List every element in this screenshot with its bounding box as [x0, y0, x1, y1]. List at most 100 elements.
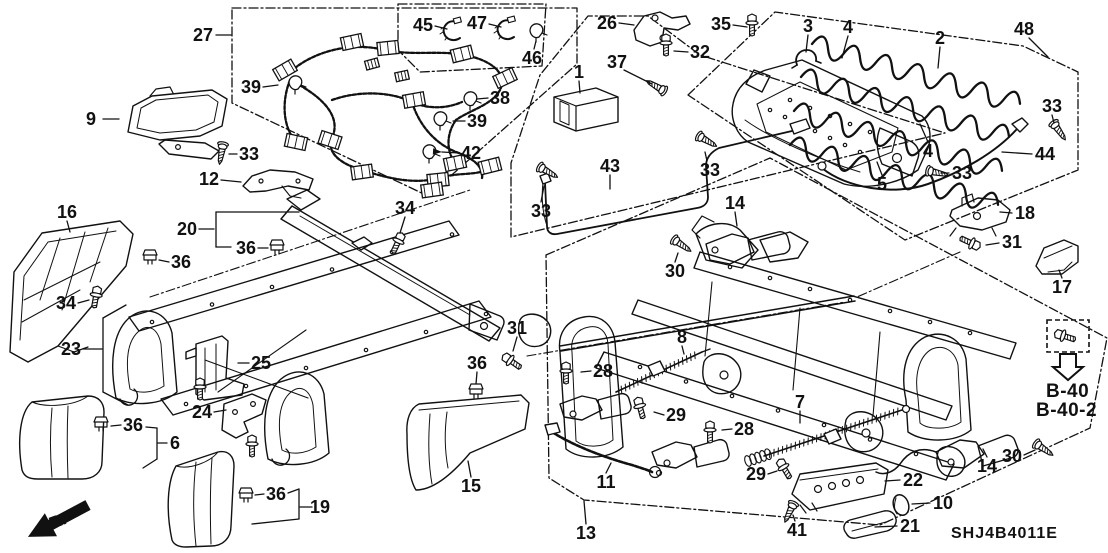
clip-nut-fastener: [468, 383, 484, 399]
ecu-bracket-9: [127, 86, 228, 160]
bolt-fastener: [193, 377, 207, 401]
callout-label: 36: [266, 484, 286, 504]
spring-wire-44: [817, 117, 1029, 191]
callout-5: 5: [876, 161, 887, 194]
group-box-slide-adjuster-group: [545, 157, 1108, 526]
group-box-seat-cushion-pan-group: [687, 11, 1079, 241]
callout-label: 11: [596, 472, 615, 492]
callout-label: 16: [57, 202, 77, 222]
ref-b40: B-40: [1046, 381, 1090, 402]
callout-31: 31: [507, 318, 527, 352]
callout-label: 28: [593, 361, 613, 381]
fasteners: [89, 13, 1077, 523]
callout-36: 36: [110, 415, 143, 435]
parts: [9, 11, 1079, 548]
clip-3: [791, 49, 822, 69]
callout-13: 13: [576, 500, 596, 543]
bolt-fastener: [1053, 328, 1077, 343]
callout-label: 25: [251, 353, 271, 373]
callout-label: 10: [933, 493, 953, 513]
ref-b40-2: B-40-2: [1036, 400, 1098, 421]
section-line: [856, 251, 961, 298]
callout-7: 7: [795, 392, 805, 424]
callout-36: 36: [254, 484, 286, 504]
callout-36: 36: [467, 353, 487, 385]
gear-rod-8: [615, 348, 711, 394]
relay-bracket-1: [553, 87, 619, 132]
callout-label: 20: [177, 219, 197, 239]
wire-harness-27: [271, 32, 519, 199]
callout-label: 6: [170, 433, 180, 453]
callout-label: 33: [1042, 96, 1062, 116]
callout-47: 47: [467, 13, 502, 33]
callout-37: 37: [607, 52, 653, 85]
callout-label: 44: [1035, 144, 1055, 164]
bracket-17: [1035, 239, 1079, 275]
callout-24: 24: [192, 402, 227, 422]
callout-39: 39: [241, 77, 279, 97]
callout-32: 32: [673, 42, 710, 62]
screw-fastener: [1048, 118, 1066, 141]
switch-panel-22: [791, 462, 889, 514]
callout-44: 44: [1001, 144, 1055, 164]
callout-43: 43: [600, 156, 620, 190]
lumbar-cable-43: [539, 118, 811, 236]
callout-31: 31: [985, 232, 1022, 252]
harness-bracket-12: [242, 169, 314, 199]
screw-fastener: [784, 499, 800, 523]
callout-label: 31: [507, 318, 527, 338]
callout-27: 27: [193, 25, 232, 45]
bolt-fastener: [959, 235, 981, 251]
callout-10: 10: [911, 493, 953, 513]
callout-label: 27: [193, 25, 213, 45]
callout-39: 39: [452, 111, 487, 131]
callout-29: 29: [746, 464, 778, 484]
seat-springs-2: [788, 35, 1022, 209]
callout-label: 36: [123, 415, 143, 435]
screw-fastener: [645, 80, 669, 97]
callout-label: 4: [843, 17, 853, 37]
slide-motor-a: [559, 392, 632, 421]
inset-bolt-box: [1046, 319, 1090, 353]
callout-label: 14: [725, 193, 745, 213]
section-line: [149, 189, 471, 298]
callout-label: 15: [461, 476, 481, 496]
callout-label: 29: [746, 464, 766, 484]
callout-label: 43: [600, 156, 620, 176]
callout-48: 48: [1014, 19, 1049, 58]
callout-label: 17: [1052, 277, 1072, 297]
callout-label: 31: [1002, 232, 1022, 252]
callout-30: 30: [1002, 446, 1036, 466]
callout-11: 11: [596, 462, 616, 492]
group-box-lumbar-cable-group: [510, 15, 946, 238]
callout-label: 34: [395, 198, 415, 218]
callout-46: 46: [522, 40, 542, 68]
callout-label: 36: [467, 353, 487, 373]
callout-label: 19: [310, 497, 330, 517]
harness-clip-fastener: [529, 23, 548, 43]
harness-clip-fastener: [288, 75, 307, 95]
screw-fastener: [925, 164, 949, 177]
down-arrow-icon: [1050, 353, 1086, 382]
callout-label: 9: [86, 109, 96, 129]
callout-label: 41: [787, 520, 807, 540]
callout-6: 6: [142, 426, 180, 469]
callout-label: 13: [576, 523, 596, 543]
callout-4: 4: [919, 123, 933, 161]
callout-29: 29: [653, 405, 686, 425]
callout-33: 33: [700, 151, 720, 180]
left-frame-23: [111, 220, 492, 466]
gear-rod-7: [744, 404, 911, 467]
panel-15: [406, 394, 530, 491]
callout-22: 22: [884, 470, 923, 490]
callout-2: 2: [935, 28, 945, 69]
callout-label: 12: [199, 169, 219, 189]
callout-label: 3: [803, 16, 813, 36]
bolt-fastener: [501, 352, 522, 370]
callout-45: 45: [413, 15, 448, 35]
callout-21: 21: [874, 516, 920, 536]
screw-fastener: [669, 234, 692, 252]
callout-15: 15: [461, 460, 481, 496]
bolt-fastener: [245, 434, 259, 458]
